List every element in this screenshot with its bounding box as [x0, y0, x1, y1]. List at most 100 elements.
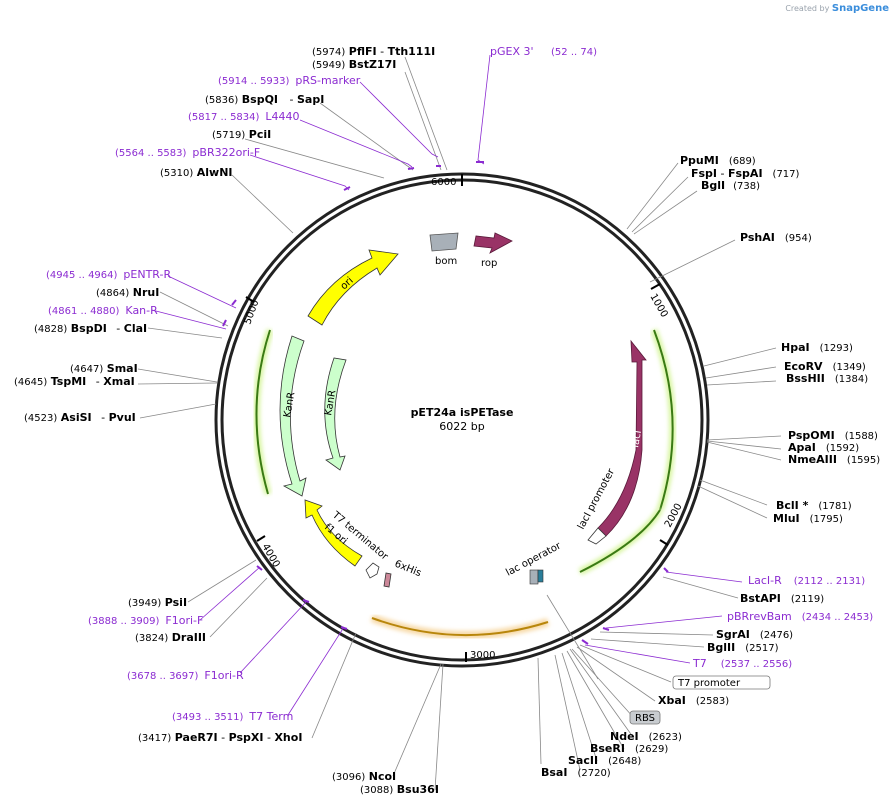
features: bom rop ori KanR KanR f1 ori T7 terminat…	[252, 232, 677, 639]
rbs-label: RBS	[635, 713, 655, 724]
orange-arc	[371, 617, 549, 636]
plasmid-name: pET24a isPETase	[411, 406, 514, 419]
svg-text:(3417) PaeR7I - PspXI - XhoI: (3417) PaeR7I - PspXI - XhoI	[138, 731, 302, 744]
svg-text:NdeI(2623): NdeI(2623)	[610, 730, 682, 743]
svg-text:BclI *(1781): BclI *(1781)	[776, 499, 852, 512]
svg-text:pBRrevBam(2434 .. 2453): pBRrevBam(2434 .. 2453)	[727, 610, 873, 623]
pos-2476: (2476)	[760, 630, 793, 641]
primer-f1ori-f: F1ori-F	[165, 614, 203, 627]
site-pcii: PciI	[249, 128, 271, 141]
site-paer7i: PaeR7I	[175, 731, 218, 744]
kanr-inner-feature	[324, 357, 347, 471]
primer-t7-term: T7 Term	[248, 710, 293, 723]
site-ndei: NdeI	[610, 730, 639, 743]
site-fspi: FspI	[691, 167, 717, 180]
pos-4861-4880: (4861 .. 4880)	[48, 306, 120, 317]
svg-text:(4645) TspMI - XmaI: (4645) TspMI - XmaI	[14, 375, 135, 388]
pos-1795: (1795)	[810, 514, 843, 525]
svg-text:(5836) BspQI - SapI: (5836) BspQI - SapI	[205, 93, 324, 106]
site-nrui: NruI	[133, 286, 160, 299]
svg-text:(3493 .. 3511)T7 Term: (3493 .. 3511)T7 Term	[172, 710, 293, 723]
svg-text:(3949) PsiI: (3949) PsiI	[128, 596, 187, 609]
svg-text:(5817 .. 5834)L4440: (5817 .. 5834) L4440	[188, 110, 300, 123]
t7-promoter-label: T7 promoter	[677, 678, 741, 689]
svg-text:BseRI(2629): BseRI (2629)	[590, 742, 668, 755]
t7-terminator-feature	[365, 562, 380, 579]
site-bspdi: BspDI	[71, 322, 107, 335]
primer-f1ori-r: F1ori-R	[204, 669, 244, 682]
tick-marks	[245, 174, 669, 662]
site-clai: ClaI	[124, 322, 147, 335]
svg-text:(4864) NruI: (4864) NruI	[96, 286, 159, 299]
site-pshai: PshAI	[740, 231, 775, 244]
site-bseri: BseRI	[590, 742, 625, 755]
svg-text:EcoRV(1349): EcoRV(1349)	[784, 360, 866, 373]
tick-5000	[245, 296, 255, 303]
pos-2517: (2517)	[745, 643, 778, 654]
green-arc-right	[653, 329, 674, 511]
primer-laci-r: LacI-R	[748, 574, 782, 587]
svg-text:HpaI(1293): HpaI(1293)	[781, 341, 853, 354]
svg-text:XbaI(2583): XbaI(2583)	[658, 694, 729, 707]
tick-4000	[256, 535, 266, 542]
site-tth111i: Tth111I	[388, 45, 436, 58]
pos-5914-5933: (5914 .. 5933)	[218, 76, 290, 87]
pos-5310: (5310)	[160, 168, 193, 179]
svg-text:BssHII(1384): BssHII(1384)	[786, 372, 868, 385]
pos-3096: (3096)	[332, 772, 365, 783]
svg-text:FspI - FspAI(717): FspI - FspAI(717)	[691, 167, 800, 180]
tick-label-6000: 6000	[431, 177, 456, 188]
site-ncoi: NcoI	[369, 770, 396, 783]
pos-717: (717)	[773, 169, 800, 180]
site-bglii: BglII	[707, 641, 735, 654]
svg-text:(4945 .. 4964)pENTR-R: (4945 .. 4964) pENTR-R	[46, 268, 171, 281]
bom-label: bom	[435, 256, 457, 267]
pos-2434-2453: (2434 .. 2453)	[802, 612, 874, 623]
primer-t7: T7	[692, 657, 707, 670]
site-bstapi: BstAPI	[740, 592, 781, 605]
svg-text:PspOMI(1588): PspOMI(1588)	[788, 429, 878, 442]
site-draiii: DraIII	[172, 631, 206, 644]
pos-5817-5834: (5817 .. 5834)	[188, 112, 260, 123]
site-xhoi: XhoI	[274, 731, 302, 744]
site-bcli: BclI *	[776, 499, 809, 512]
ori-feature	[307, 249, 399, 326]
primer-pbr322ori-f: pBR322ori-F	[192, 146, 260, 159]
site-sacii: SacII	[568, 754, 598, 767]
svg-text:T7(2537 .. 2556): T7 (2537 .. 2556)	[692, 657, 792, 670]
rop-label: rop	[481, 258, 497, 269]
svg-text:(5564 .. 5583)pBR322ori-F: (5564 .. 5583)pBR322ori-F	[115, 146, 260, 159]
pos-1293: (1293)	[820, 343, 853, 354]
plasmid-size: 6022 bp	[439, 420, 484, 433]
pos-5719: (5719)	[212, 130, 245, 141]
pos-2537-2556: (2537 .. 2556)	[721, 659, 793, 670]
rbs-box	[629, 710, 661, 725]
pos-3949: (3949)	[128, 598, 161, 609]
primer-kan-r: Kan-R	[125, 304, 158, 317]
svg-text:BglII(2517): BglII (2517)	[707, 641, 779, 654]
primer-l4440: L4440	[265, 110, 299, 123]
svg-text:ApaI(1592): ApaI(1592)	[788, 441, 859, 454]
site-pflfi: PflFI	[349, 45, 377, 58]
pos-3888-3909: (3888 .. 3909)	[88, 616, 160, 627]
svg-text:(4828) BspDI - ClaI: (4828) BspDI - ClaI	[34, 322, 147, 335]
pos-4945-4964: (4945 .. 4964)	[46, 270, 118, 281]
svg-text:(4647) SmaI: (4647) SmaI	[70, 362, 138, 375]
pos-1592: (1592)	[826, 443, 859, 454]
site-pvui: PvuI	[109, 411, 136, 424]
kanr-outer-label: KanR	[282, 391, 297, 418]
svg-text:(3678 .. 3697)F1ori-R: (3678 .. 3697)F1ori-R	[127, 669, 244, 682]
kanr-outer-feature	[279, 335, 307, 497]
svg-text:(4861 .. 4880)Kan-R: (4861 .. 4880) Kan-R	[48, 304, 158, 317]
green-arc-lower	[579, 509, 661, 573]
site-bsu36i: Bsu36I	[397, 783, 439, 796]
site-bsshii: BssHII	[786, 372, 825, 385]
tick-2000	[659, 539, 669, 546]
svg-text:NmeAIII(1595): NmeAIII(1595)	[788, 453, 880, 466]
pos-4647: (4647)	[70, 364, 103, 375]
pos-2629: (2629)	[635, 744, 668, 755]
laci-feature	[597, 339, 647, 537]
pos-689: (689)	[729, 156, 756, 167]
primer-pentr-r: pENTR-R	[123, 268, 171, 281]
site-pspomi: PspOMI	[788, 429, 835, 442]
